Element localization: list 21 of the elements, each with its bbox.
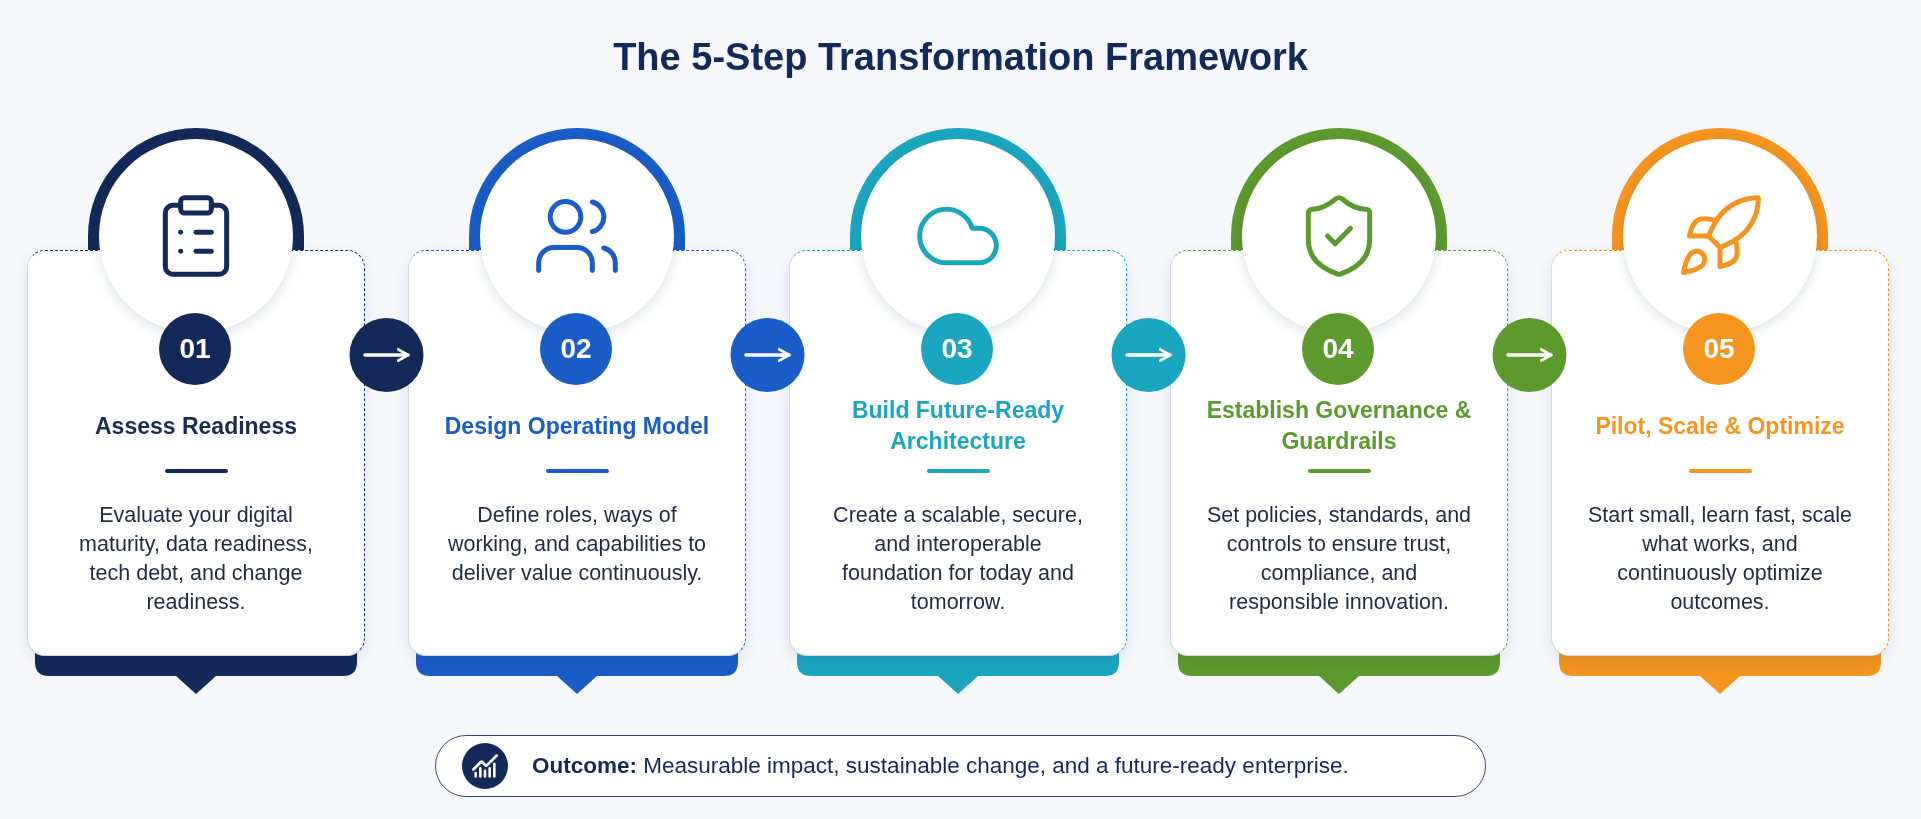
step-description: Define roles, ways of working, and capabilities to deliver value continuously. xyxy=(446,502,708,587)
step-description: Start small, learn fast, scale what works, and continuously optimize outcomes. xyxy=(1586,502,1854,616)
step-title: Build Future-Ready Architecture xyxy=(850,396,1066,456)
step-description: Set policies, standards, and controls to ensure trust, compliance, and responsible innovation. xyxy=(1205,502,1473,616)
outcome-text: Outcome: Measurable impact, sustainable change, and a future-ready enterprise. xyxy=(532,753,1349,779)
step-title: Design Operating Model xyxy=(444,411,710,441)
arrow xyxy=(1506,348,1553,362)
step-title: Pilot, Scale & Optimize xyxy=(1595,411,1845,441)
arrow xyxy=(363,348,410,362)
step-number: 02 xyxy=(540,313,612,385)
step-number: 03 xyxy=(921,313,993,385)
step-number: 05 xyxy=(1683,313,1755,385)
step-title: Establish Governance & Guardrails xyxy=(1205,396,1473,456)
diagram-title: The 5-Step Transformation Framework xyxy=(613,36,1308,79)
step-description: Create a scalable, secure, and interoperable foundation for today and tomorrow. xyxy=(832,502,1084,616)
step-title: Assess Readiness xyxy=(95,411,297,441)
step-description: Evaluate your digital maturity, data readiness, tech debt, and change readiness. xyxy=(78,502,314,616)
step-number: 01 xyxy=(159,313,231,385)
arrow xyxy=(744,348,791,362)
step-number: 04 xyxy=(1302,313,1374,385)
arrow xyxy=(1125,348,1172,362)
